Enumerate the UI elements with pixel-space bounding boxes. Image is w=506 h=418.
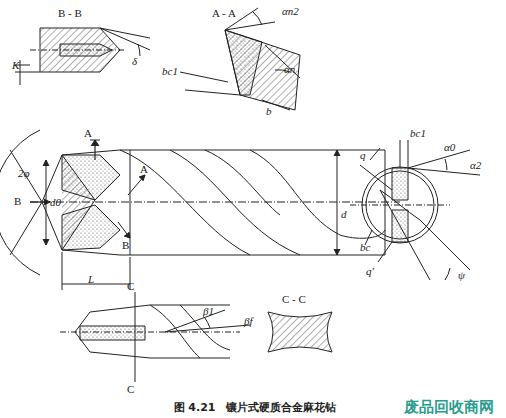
- section-c-c: [268, 312, 332, 352]
- section-label: C - C: [282, 294, 306, 305]
- dimension-label: K: [12, 60, 19, 71]
- dimension-label: 2φ: [18, 168, 30, 179]
- section-label: B - B: [58, 8, 82, 19]
- section-label: B: [122, 240, 129, 251]
- section-label: A - A: [212, 8, 236, 19]
- dimension-label: bc1: [410, 128, 426, 139]
- section-label: C: [127, 384, 134, 395]
- dimension-label: bc1: [162, 66, 178, 77]
- drill-end-view: [350, 140, 480, 280]
- dimension-label: d0: [50, 197, 61, 208]
- section-label: C: [127, 281, 134, 292]
- section-label: A: [140, 164, 148, 175]
- dimension-label: βf: [244, 316, 253, 327]
- section-b-b: [15, 28, 150, 85]
- watermark: 废品回收商网: [404, 400, 494, 415]
- dimension-label: q: [360, 150, 366, 161]
- dimension-label: q': [366, 266, 374, 277]
- dimension-label: α0: [444, 142, 455, 153]
- drill-tip-view: [60, 292, 250, 382]
- dimension-label: αn2: [282, 6, 299, 17]
- figure-caption: 图 4.21 镶片式硬质合金麻花钻: [174, 402, 337, 413]
- dimension-label: δ: [132, 56, 137, 67]
- section-a-a: [180, 8, 300, 110]
- section-label: A: [84, 128, 92, 139]
- drill-side-view: [0, 130, 400, 290]
- dimension-label: b: [266, 106, 272, 117]
- dimension-label: L: [88, 274, 94, 285]
- dimension-label: ψ: [458, 270, 465, 281]
- section-label: B: [14, 196, 21, 207]
- dimension-label: β1: [203, 306, 214, 317]
- dimension-label: bc: [360, 242, 370, 253]
- dimension-label: αn: [284, 64, 295, 75]
- dimension-label: α2: [470, 160, 481, 171]
- dimension-label: d: [341, 209, 347, 220]
